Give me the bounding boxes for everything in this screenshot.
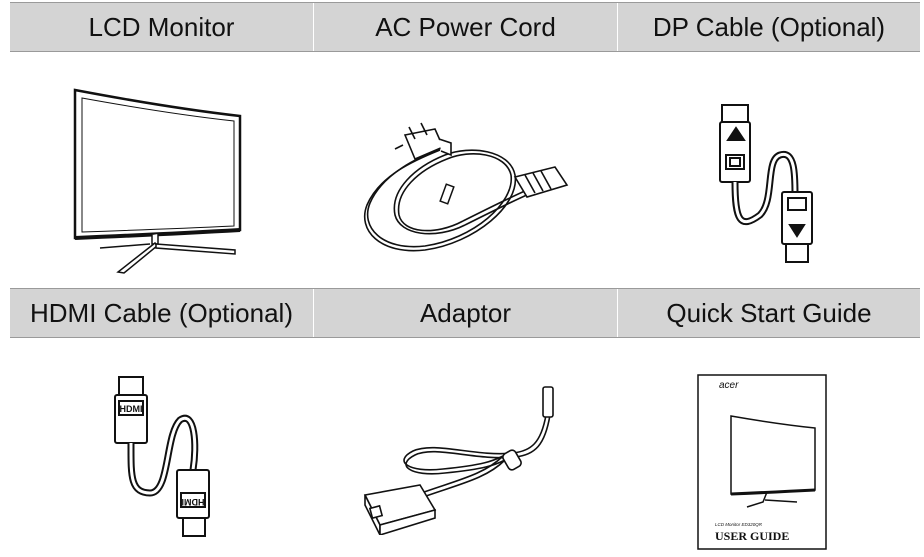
lcd-monitor-illustration <box>60 80 260 280</box>
header-divider <box>313 3 314 51</box>
dp-cable-illustration <box>700 100 820 270</box>
hdmi-plug-label: HDMI <box>182 497 205 507</box>
guide-subtitle: LCD Monitor ED320QR <box>715 522 763 527</box>
header-ac-power-cord: AC Power Cord <box>375 11 556 42</box>
adaptor-illustration <box>355 385 585 535</box>
header-divider <box>617 3 618 51</box>
header-divider <box>617 289 618 337</box>
header-row-1: LCD Monitor AC Power Cord DP Cable (Opti… <box>10 2 920 52</box>
quick-start-guide-illustration: acer LCD Monitor ED320QR USER GUIDE <box>697 374 829 552</box>
guide-brand: acer <box>719 380 739 391</box>
header-quick-start-guide: Quick Start Guide <box>666 297 872 328</box>
hdmi-cable-illustration: HDMI HDMI <box>105 375 215 540</box>
header-lcd-monitor: LCD Monitor <box>88 11 235 42</box>
header-adaptor: Adaptor <box>419 297 512 328</box>
header-row-2: HDMI Cable (Optional) Adaptor Quick Star… <box>10 288 920 338</box>
header-dp-cable: DP Cable (Optional) <box>652 11 886 42</box>
header-divider <box>313 289 314 337</box>
hdmi-plug-label: HDMI <box>120 404 143 414</box>
guide-title: USER GUIDE <box>715 529 789 543</box>
header-hdmi-cable: HDMI Cable (Optional) <box>30 297 293 328</box>
ac-power-cord-illustration <box>355 115 585 265</box>
